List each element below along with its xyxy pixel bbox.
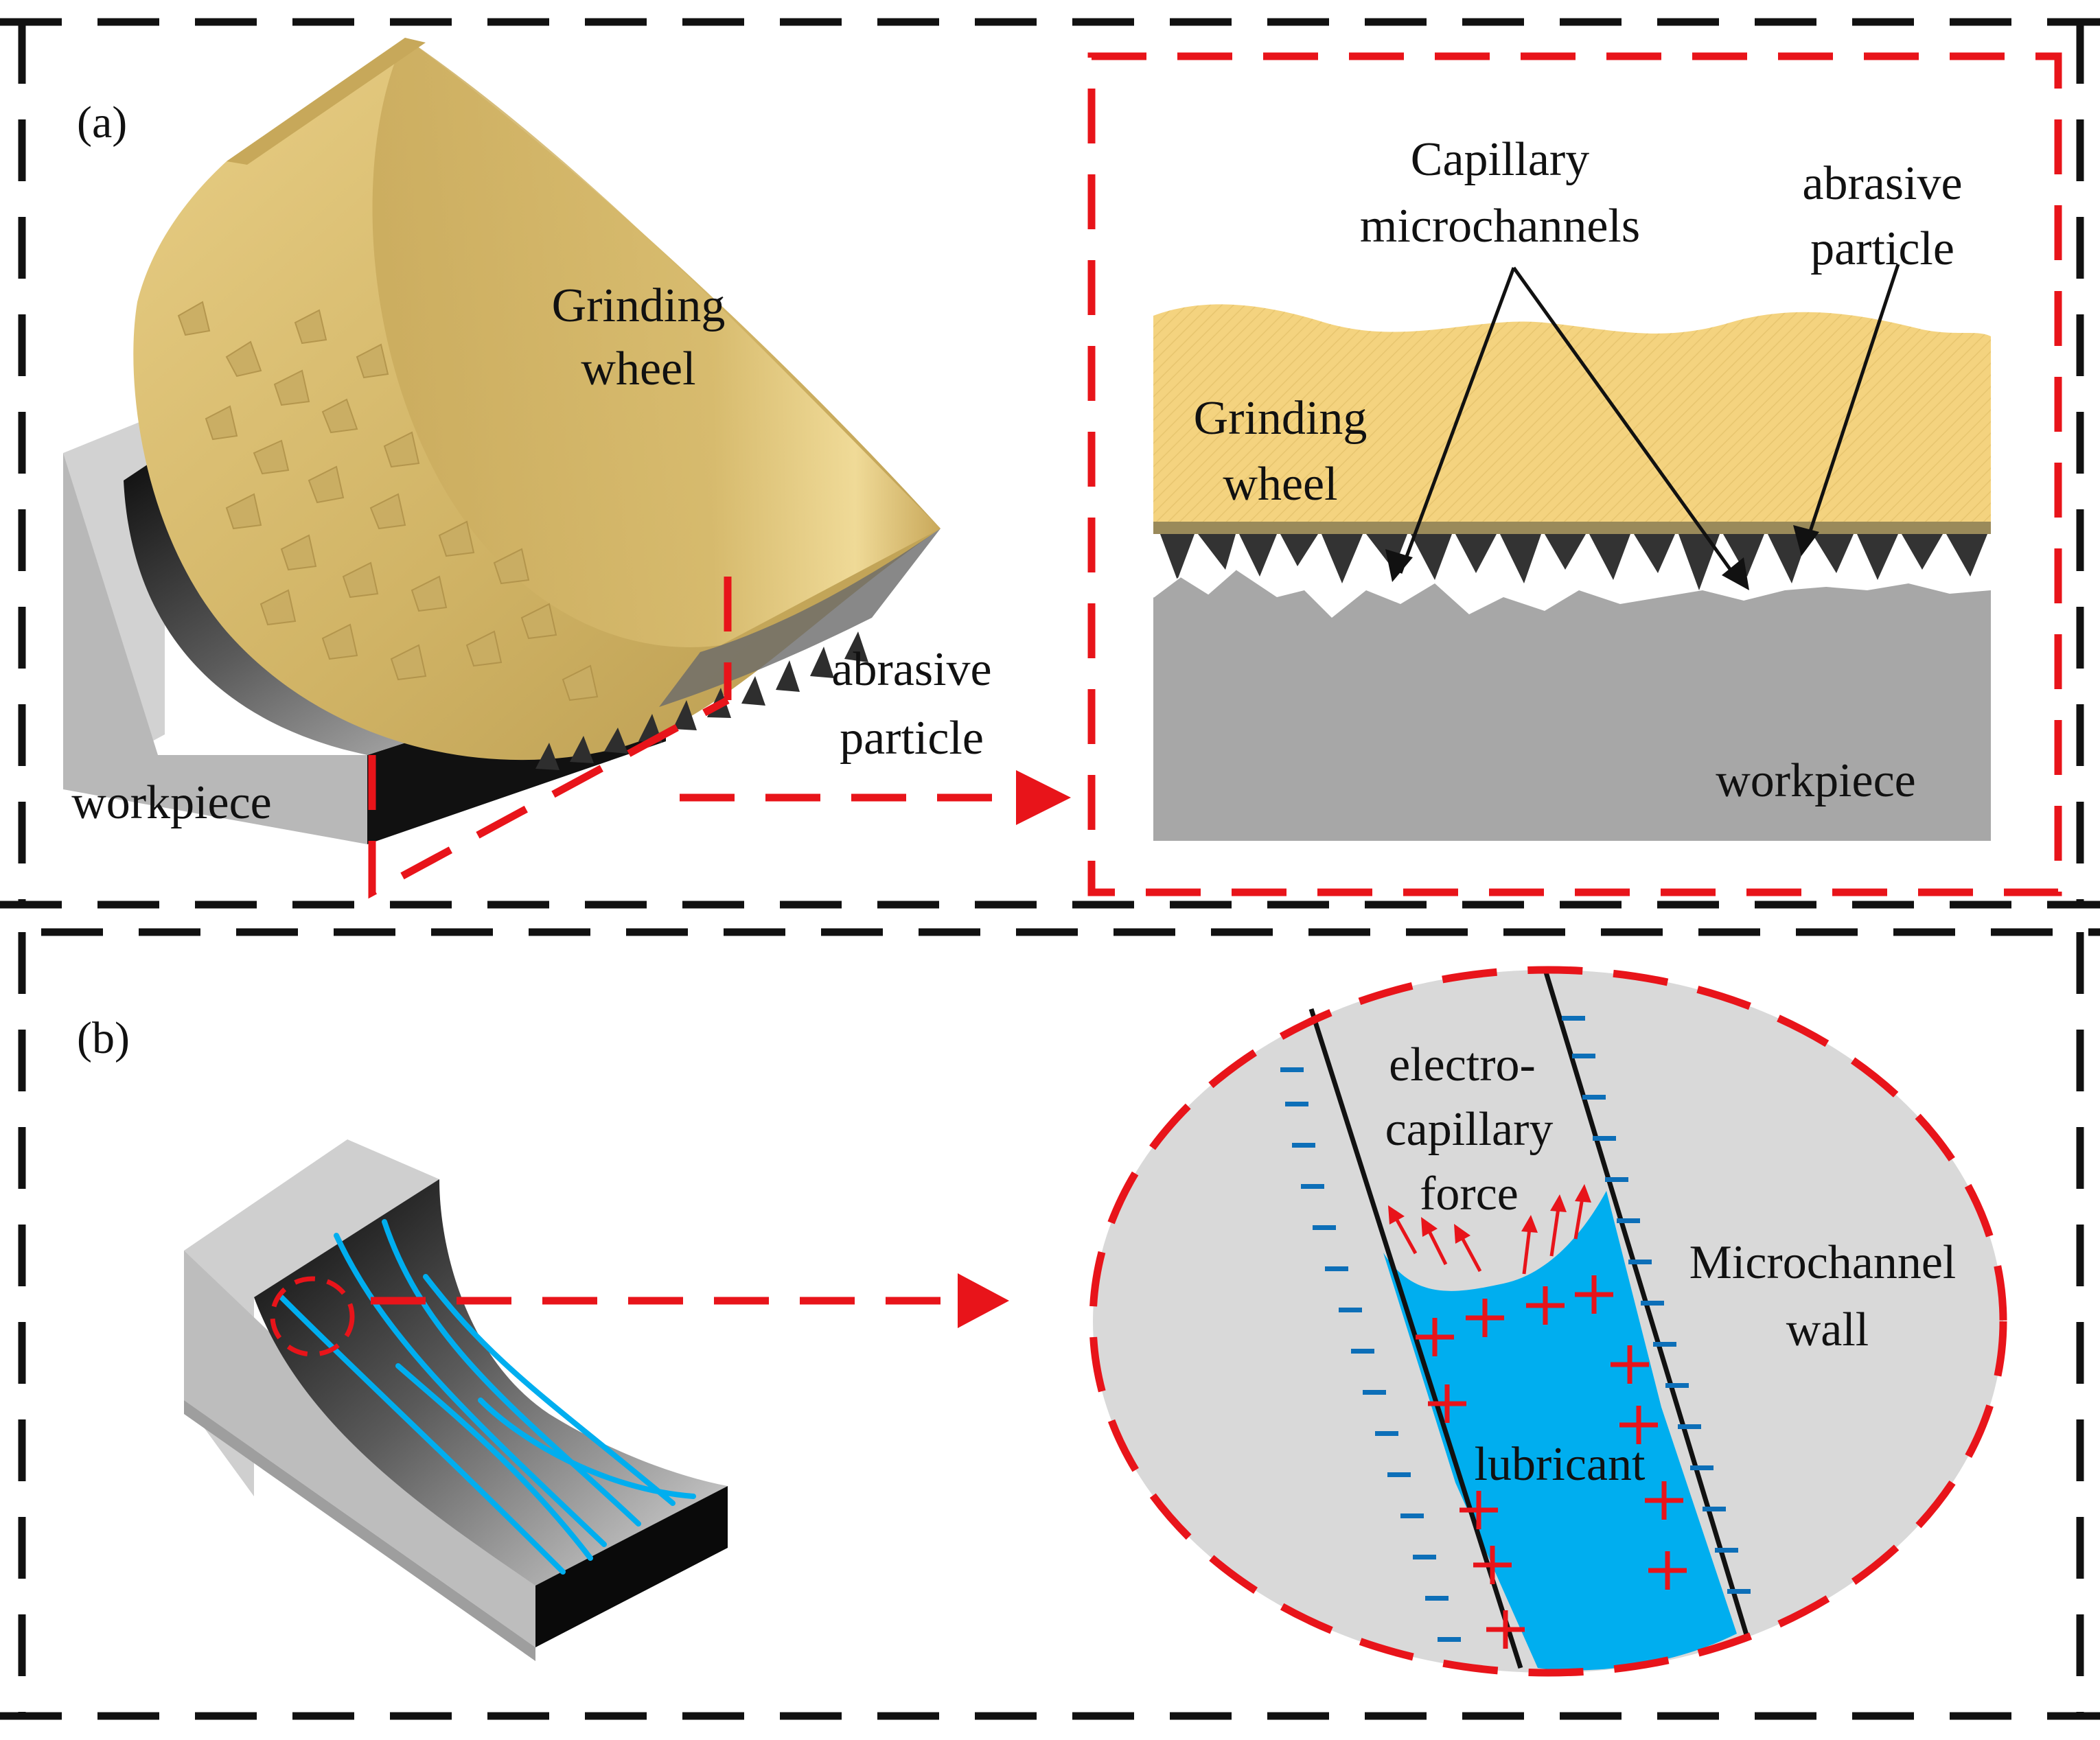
label-zoom-workpiece: workpiece: [1716, 754, 1916, 807]
label-zoom-grinding-line1: Grinding: [1194, 392, 1368, 445]
label-grinding-wheel-line2: wheel: [581, 343, 695, 395]
minus-icon: [1280, 1067, 1461, 1642]
label-microchannel-wall-line1: Microchannel: [1689, 1236, 1957, 1289]
label-zoom-abrasive-line2: particle: [1810, 222, 1954, 275]
label-zoom-abrasive-line1: abrasive: [1802, 157, 1962, 210]
arrow-up-icon: [1388, 1184, 1591, 1275]
workpiece-block-b: [184, 1139, 728, 1661]
connector-arrow-a: [680, 770, 1071, 825]
grinding-wheel-3d: [133, 38, 941, 770]
label-lubricant: lubricant: [1475, 1438, 1646, 1491]
label-abrasive-particle-line1: abrasive: [831, 643, 991, 696]
label-workpiece-left: workpiece: [71, 776, 272, 829]
zoom-panel-a: [1087, 52, 2062, 896]
minus-icon: [1562, 1016, 1751, 1594]
highlight-region-a: [368, 577, 732, 899]
panel-a-tag: (a): [77, 97, 127, 148]
label-electro-line3: force: [1420, 1168, 1519, 1220]
arrow-right-icon: [958, 1273, 1009, 1328]
abrasive-teeth: [1160, 534, 1987, 590]
zoom-panel-b: [1089, 966, 2007, 1677]
label-zoom-grinding-line2: wheel: [1223, 458, 1337, 511]
panel-a-frame: [0, 18, 2100, 936]
label-grinding-wheel-line1: Grinding: [552, 279, 726, 332]
label-microchannel-wall-line2: wall: [1786, 1303, 1869, 1356]
label-capillary-line2: microchannels: [1360, 200, 1640, 253]
panel-b-frame: [0, 932, 2100, 1720]
label-capillary-line1: Capillary: [1411, 133, 1589, 186]
connector-arrow-b: [371, 1273, 1009, 1328]
arrow-right-icon: [1016, 770, 1071, 825]
label-electro-line2: capillary: [1385, 1103, 1554, 1156]
panel-b-tag: (b): [77, 1013, 130, 1063]
label-electro-line1: electro-: [1389, 1039, 1536, 1091]
plus-icon: [1416, 1275, 1687, 1649]
label-abrasive-particle-line2: particle: [840, 712, 984, 765]
